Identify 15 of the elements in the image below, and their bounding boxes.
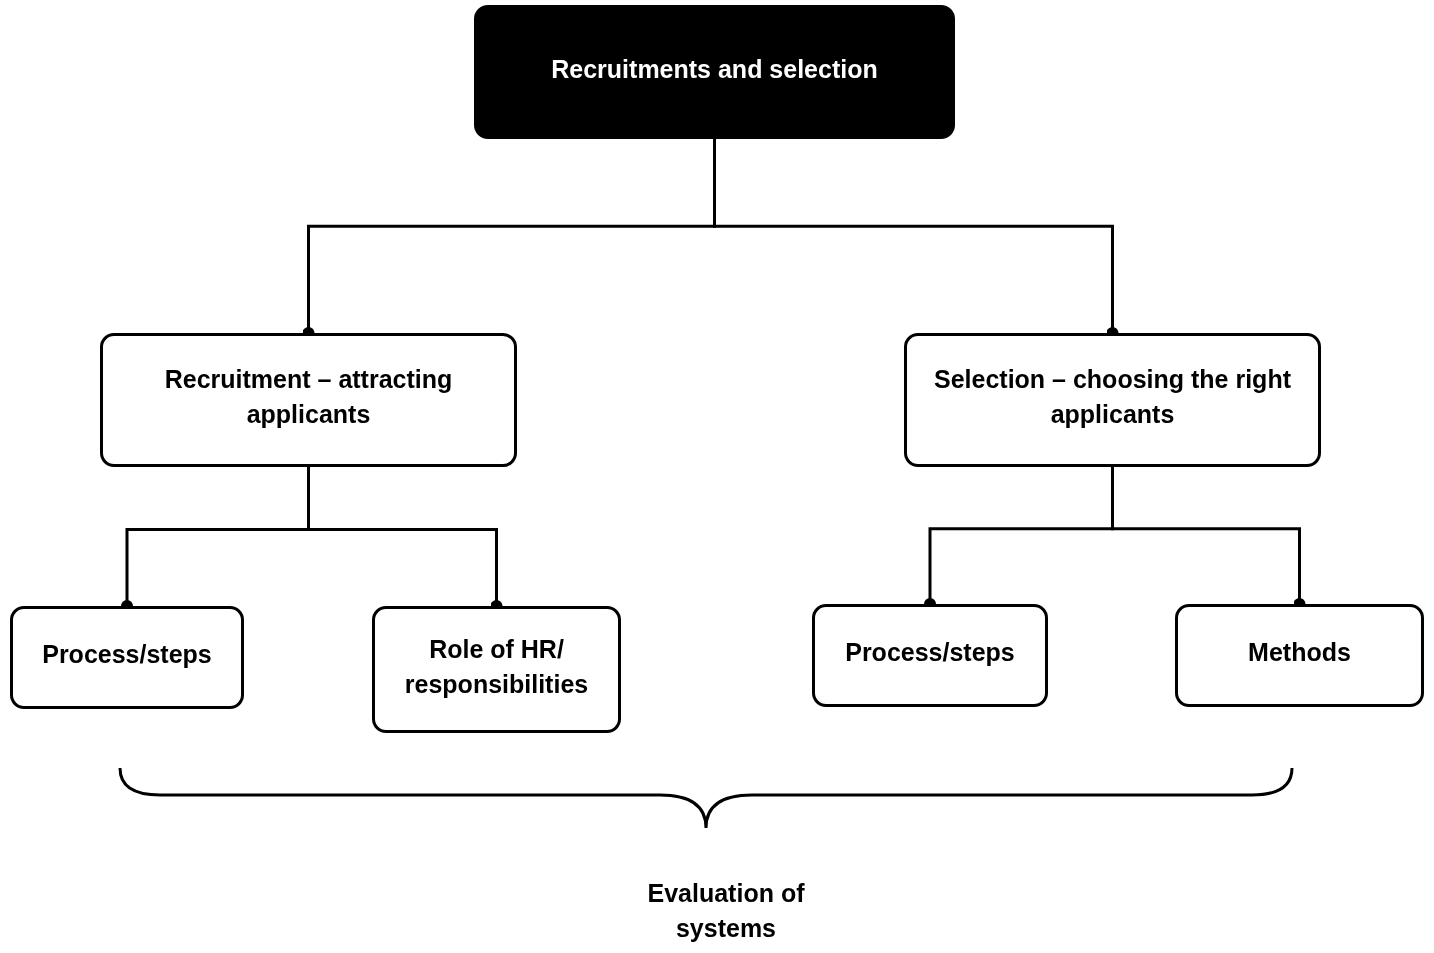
node-label: Recruitments and selection <box>551 53 878 85</box>
topic-box <box>10 606 244 709</box>
topic-box <box>372 606 621 733</box>
node-label: Process/steps <box>42 639 212 670</box>
node-label: Recruitment – attracting applicants <box>163 364 454 430</box>
node-label: Methods <box>1248 637 1351 668</box>
topic-box <box>904 333 1321 467</box>
node-label: Role of HR/ responsibilities <box>403 633 590 700</box>
topic-box <box>100 333 517 467</box>
brace-label: Evaluation of systems <box>646 878 806 944</box>
node-label: Selection – choosing the right applicants <box>933 364 1292 430</box>
node-label: Process/steps <box>845 637 1015 668</box>
topic-box <box>1175 604 1424 707</box>
title-box <box>474 5 955 139</box>
topic-box <box>812 604 1048 707</box>
